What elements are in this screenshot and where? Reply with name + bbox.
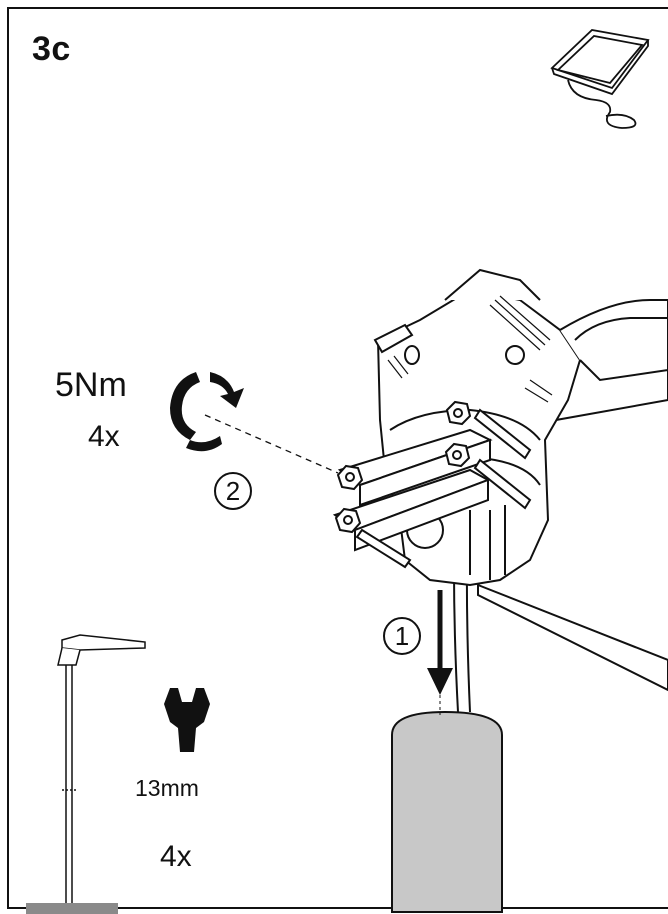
nut-top-right: [445, 400, 472, 426]
substep-2-badge: 2: [214, 472, 252, 510]
diagram-frame: [7, 7, 668, 909]
wrench-size: 13mm: [135, 775, 199, 801]
rotate-tighten-icon: [170, 372, 244, 452]
step-number: 3c: [32, 30, 71, 68]
down-arrow-icon: [427, 590, 453, 715]
pole-cylinder: [391, 710, 503, 913]
substep-2-label: 2: [225, 475, 241, 506]
street-light-icon: [26, 634, 146, 914]
tablet-device-icon: [550, 29, 650, 129]
nuts: [334, 400, 472, 534]
wrench-count: 4x: [160, 840, 192, 873]
bracket-body: [373, 268, 668, 587]
nut-mid-right: [444, 442, 471, 468]
wrench-icon: [164, 688, 210, 752]
angle-scale: [387, 295, 553, 403]
nut-top-left: [336, 464, 364, 491]
substep-1-label: 1: [394, 620, 410, 651]
leader-line: [204, 414, 339, 474]
substep-1-badge: 1: [383, 617, 421, 655]
torque-value: 5Nm: [55, 366, 127, 404]
torque-count: 4x: [88, 420, 120, 453]
nut-bottom-left: [334, 507, 362, 534]
